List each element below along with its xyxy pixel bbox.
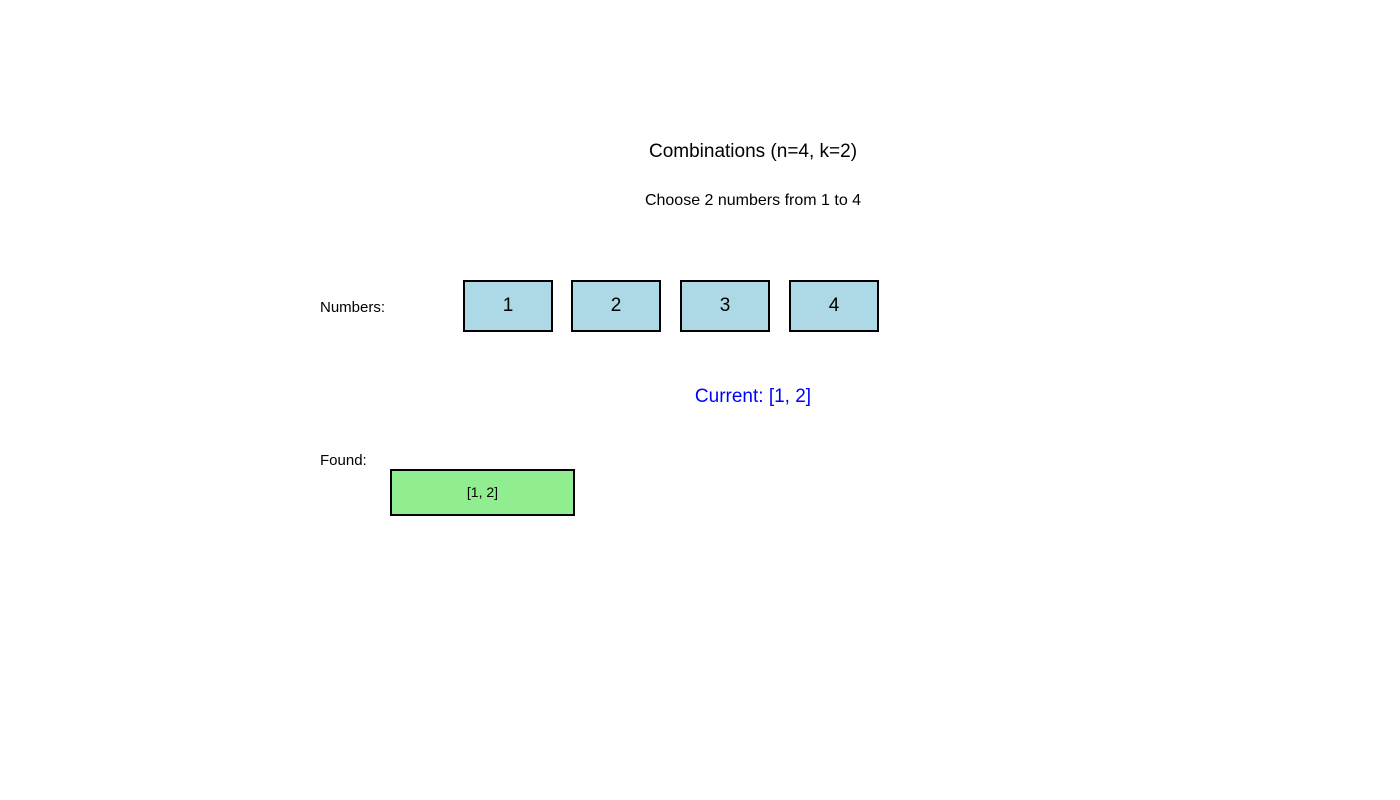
- page-title: Combinations (n=4, k=2): [648, 141, 858, 162]
- number-box-1: 1: [463, 280, 553, 332]
- number-box-3-value: 3: [719, 295, 731, 317]
- number-box-1-value: 1: [502, 295, 514, 317]
- found-row-label: Found:: [320, 452, 367, 469]
- numbers-row-label: Numbers:: [320, 299, 386, 316]
- current-combination-status: Current: [1, 2]: [694, 386, 812, 407]
- number-box-2: 2: [571, 280, 661, 332]
- number-box-4-value: 4: [828, 295, 840, 317]
- number-box-4: 4: [789, 280, 879, 332]
- found-combination-value: [1, 2]: [466, 484, 499, 501]
- number-box-3: 3: [680, 280, 770, 332]
- page-subtitle: Choose 2 numbers from 1 to 4: [644, 192, 862, 209]
- number-box-2-value: 2: [610, 295, 622, 317]
- found-combination-box: [1, 2]: [390, 469, 575, 516]
